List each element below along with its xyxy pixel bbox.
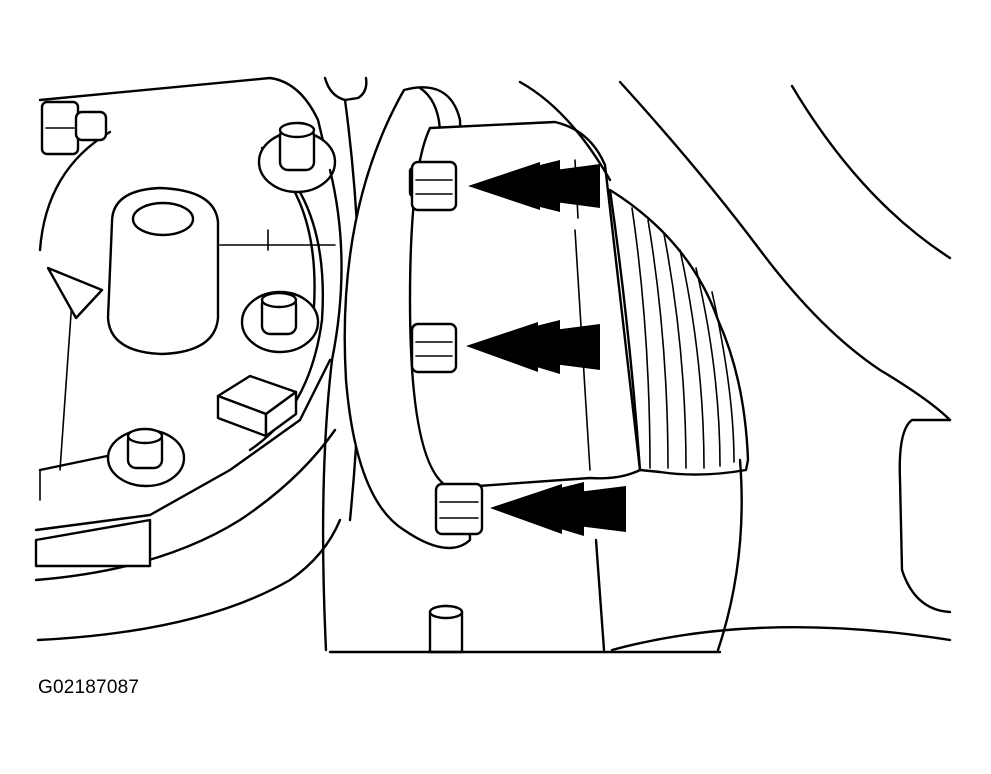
lower-stud: [428, 604, 464, 654]
callout-arrow-upper: [468, 160, 600, 212]
right-frame: [518, 80, 952, 652]
callout-arrow-middle: [466, 320, 600, 374]
flange-stud-upper: [257, 121, 337, 194]
yoke-boss: [106, 186, 220, 356]
bracket-block: [216, 374, 298, 438]
housing-bolt-top-left: [40, 100, 108, 156]
flange-stud-middle: [240, 290, 320, 354]
flange-bolt-upper: [408, 160, 458, 212]
flange-stud-lower: [106, 427, 186, 488]
axle-boot-bellows: [608, 188, 750, 476]
figure-id-label: G02187087: [38, 677, 140, 698]
callout-arrow-lower: [490, 482, 626, 536]
cover-tab: [34, 518, 152, 568]
flange-bolt-middle: [410, 322, 458, 374]
flange-bolt-lower: [434, 482, 484, 536]
